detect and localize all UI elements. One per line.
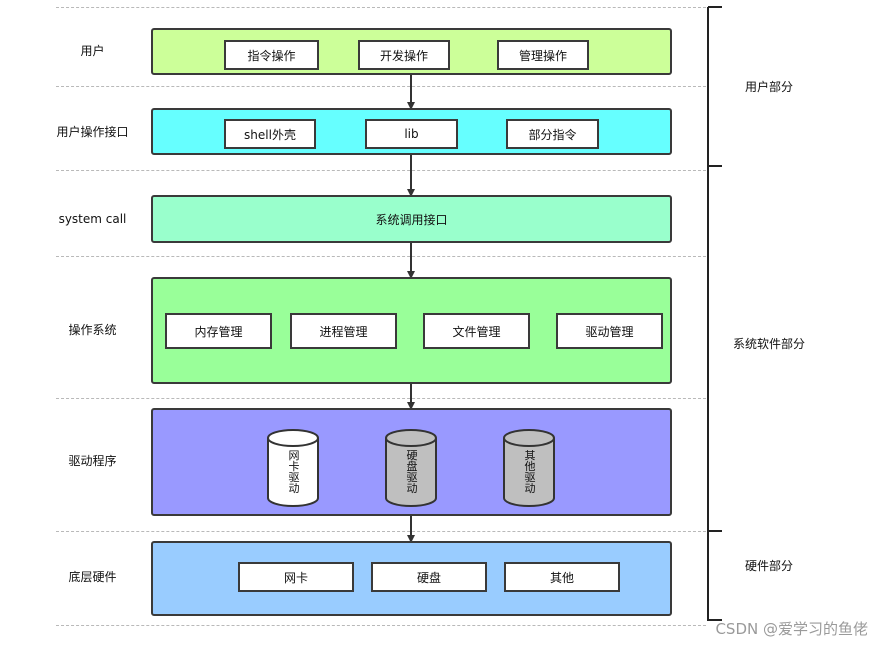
row-label-driver: 驱动程序	[68, 454, 117, 468]
cylinder-label: 其他驱动	[523, 449, 536, 494]
separator-line	[56, 398, 706, 399]
separator-line	[56, 86, 706, 87]
box-file-mgmt: 文件管理	[423, 313, 530, 349]
separator-line	[56, 256, 706, 257]
cylinder-label: 硬盘驱动	[405, 449, 418, 494]
row-label-os: 操作系统	[68, 323, 117, 337]
layer-user: 指令操作 开发操作 管理操作	[151, 28, 672, 75]
box-other: 其他	[504, 562, 620, 592]
separator-line	[56, 531, 706, 532]
box-driver-mgmt: 驱动管理	[556, 313, 663, 349]
separator-line	[56, 7, 706, 8]
box-lib: lib	[365, 119, 458, 149]
syscall-label: 系统调用接口	[375, 212, 448, 227]
layer-system-call: 系统调用接口	[151, 195, 672, 243]
cylinder-nic-driver: 网卡驱动	[266, 428, 320, 508]
row-label-user-interface: 用户操作接口	[56, 125, 129, 139]
box-dev-op: 开发操作	[358, 40, 450, 70]
cylinder-other-driver: 其他驱动	[502, 428, 556, 508]
box-process-mgmt: 进程管理	[290, 313, 397, 349]
row-label-system-call: system call	[58, 212, 127, 226]
cylinder-label: 网卡驱动	[287, 449, 300, 494]
watermark: CSDN @爱学习的鱼佬	[715, 620, 868, 638]
separator-line	[56, 170, 706, 171]
section-label-system: 系统软件部分	[732, 337, 805, 351]
box-nic: 网卡	[238, 562, 354, 592]
layer-user-interface: shell外壳 lib 部分指令	[151, 108, 672, 155]
box-memory-mgmt: 内存管理	[165, 313, 272, 349]
box-shell: shell外壳	[224, 119, 316, 149]
layer-os: 内存管理 进程管理 文件管理 驱动管理	[151, 277, 672, 384]
layer-driver: 网卡驱动 硬盘驱动 其他驱动	[151, 408, 672, 516]
box-command-op: 指令操作	[224, 40, 319, 70]
box-admin-op: 管理操作	[497, 40, 589, 70]
box-partial-commands: 部分指令	[506, 119, 599, 149]
layer-hardware: 网卡 硬盘 其他	[151, 541, 672, 616]
cylinder-disk-driver: 硬盘驱动	[384, 428, 438, 508]
row-label-hardware: 底层硬件	[68, 570, 117, 584]
section-label-hardware: 硬件部分	[744, 559, 793, 573]
bracket-hardware-part	[707, 531, 722, 621]
section-label-user: 用户部分	[744, 80, 793, 94]
separator-line	[56, 625, 706, 626]
row-label-user: 用户	[80, 44, 105, 58]
box-disk: 硬盘	[371, 562, 487, 592]
